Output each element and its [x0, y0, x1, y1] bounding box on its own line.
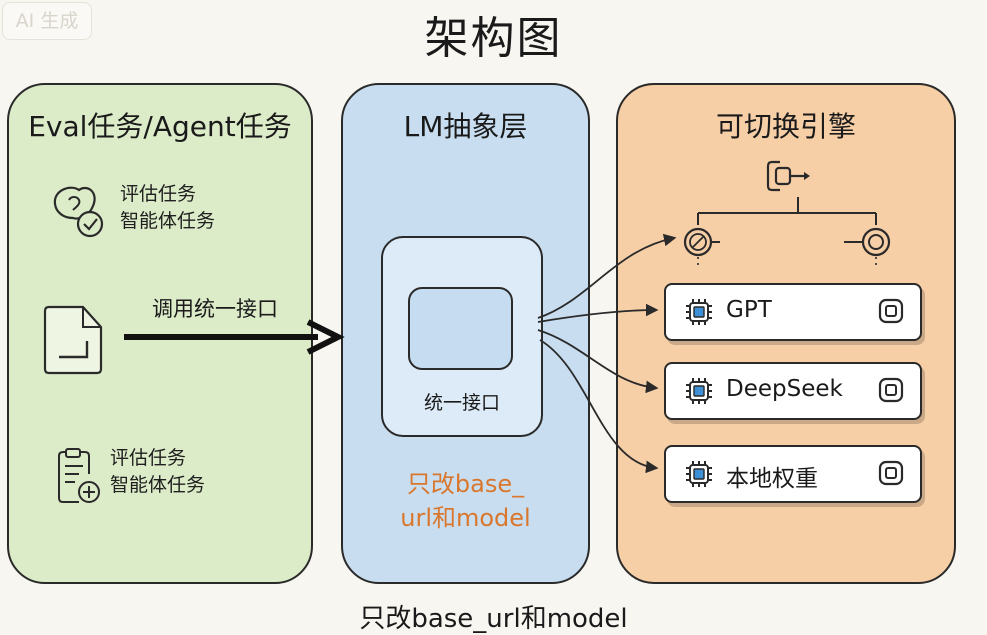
engine-card-gpt[interactable]: GPT	[664, 283, 922, 341]
call-unified-interface-label: 调用统一接口	[152, 297, 278, 321]
switch-connector-lines	[697, 197, 877, 267]
unified-interface-box: 统一接口	[381, 236, 543, 437]
agent-task-label-2: 智能体任务	[110, 474, 206, 496]
tasks-panel: Eval任务/Agent任务 评估任务 智能体任务 调用统一接口 评估任务 智能…	[7, 83, 313, 584]
engine-label-deepseek: DeepSeek	[726, 376, 843, 402]
interface-core-box	[408, 287, 513, 370]
ai-generated-watermark: AI 生成	[2, 2, 92, 40]
square-icon	[878, 460, 904, 486]
config-note-line1: 只改base_	[406, 470, 525, 498]
call-arrow	[124, 319, 345, 355]
engine-label-local-weights: 本地权重	[726, 466, 818, 492]
clipboard-plus-icon	[58, 448, 100, 503]
toggle-right-icon	[844, 227, 891, 257]
arrow-to-deepseek	[537, 329, 659, 394]
engine-card-local-weights[interactable]: 本地权重	[664, 445, 922, 503]
engine-label-gpt: GPT	[726, 297, 772, 323]
square-icon	[878, 298, 904, 324]
cpu-chip-icon	[686, 299, 712, 325]
unified-interface-label: 统一接口	[423, 392, 500, 414]
document-icon	[43, 305, 103, 375]
switch-plug-icon	[766, 160, 810, 192]
engines-panel-title: 可切换引擎	[715, 110, 856, 143]
config-note: 只改base_ url和model	[343, 467, 588, 535]
arrow-to-local-weights	[539, 339, 659, 474]
toggle-left-icon	[683, 227, 720, 257]
agent-task-label: 智能体任务	[120, 210, 216, 232]
engine-card-deepseek[interactable]: DeepSeek	[664, 362, 922, 420]
lm-panel-title: LM抽象层	[403, 110, 528, 143]
arrow-to-switch	[537, 233, 677, 319]
engines-panel: 可切换引擎 GPT	[616, 83, 956, 584]
arrow-to-gpt	[537, 303, 659, 323]
eval-task-label: 评估任务	[120, 183, 197, 205]
cpu-chip-icon	[686, 378, 712, 404]
square-icon	[878, 377, 904, 403]
cpu-chip-icon	[686, 461, 712, 487]
tasks-panel-title: Eval任务/Agent任务	[28, 110, 292, 143]
config-note-line2: url和model	[400, 504, 531, 532]
eval-task-label-2: 评估任务	[110, 447, 187, 469]
badge-check-icon	[53, 186, 104, 238]
footer-caption: 只改base_url和model	[359, 604, 628, 634]
page-title: 架构图	[424, 13, 563, 64]
